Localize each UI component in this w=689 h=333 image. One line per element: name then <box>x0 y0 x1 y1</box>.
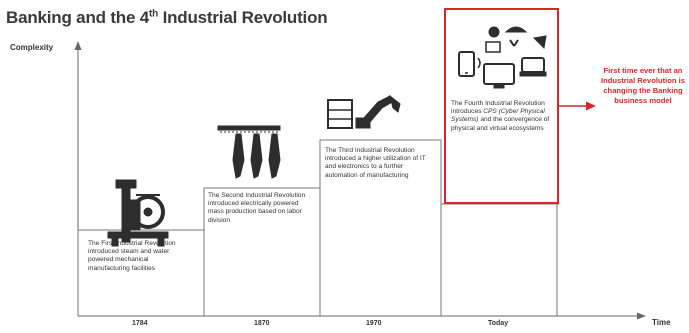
year-1784: 1784 <box>132 320 148 327</box>
fourth-revolution-highlight-box <box>444 8 559 204</box>
stage-3-description: The Third Industrial Revolution introduc… <box>325 147 426 179</box>
stage-2-description: The Second Industrial Revolution introdu… <box>208 192 306 224</box>
callout-arrow-head <box>586 101 596 111</box>
y-axis-label: Complexity <box>10 43 54 52</box>
assembly-line-icon <box>217 125 281 179</box>
stage-1-description: The First Industrial Revolution introduc… <box>88 240 176 272</box>
year-1970: 1970 <box>366 320 382 327</box>
stage-4-description: The Fourth Industrial Revolution introdu… <box>451 100 550 132</box>
staircase-outline <box>77 139 442 316</box>
year-today: Today <box>488 320 509 327</box>
connected-devices-icon <box>458 26 547 89</box>
year-1870: 1870 <box>254 320 270 327</box>
callout-text: First time ever that an Industrial Revol… <box>601 66 685 105</box>
robot-arm-icon <box>327 94 401 129</box>
page-title: Banking and the 4th Industrial Revolutio… <box>6 8 328 27</box>
steam-engine-icon <box>107 179 169 247</box>
y-axis-arrow <box>74 41 82 50</box>
x-axis-label: Time <box>652 318 671 327</box>
x-axis-arrow <box>637 312 646 320</box>
